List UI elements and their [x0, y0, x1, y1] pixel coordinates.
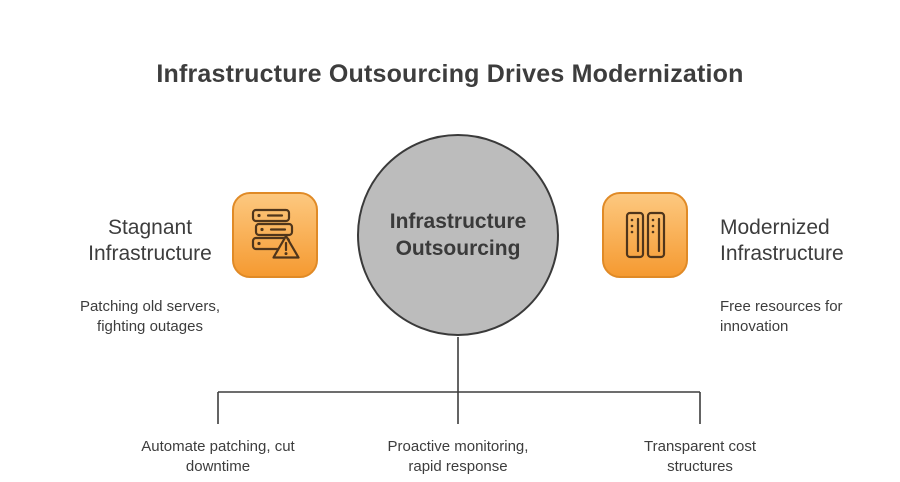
bottom-label-automate-patching: Automate patching, cut downtime — [141, 438, 295, 476]
left-text-block: Stagnant Infrastructure Patching old ser… — [55, 197, 245, 355]
server-rack-icon-art — [625, 211, 666, 259]
server-warning-icon-art — [251, 208, 300, 259]
server-warning-icon — [232, 192, 318, 278]
right-description: Free resources for innovation — [720, 297, 843, 335]
bottom-label-proactive-monitoring: Proactive monitoring, rapid response — [387, 438, 529, 476]
page-title: Infrastructure Outsourcing Drives Modern… — [156, 60, 744, 88]
right-heading: Modernized Infrastructure — [720, 216, 844, 266]
right-text-block: Modernized Infrastructure Free resources… — [720, 197, 895, 355]
center-node: Infrastructure Outsourcing — [357, 134, 559, 336]
left-description: Patching old servers, fighting outages — [79, 297, 221, 335]
server-rack-icon — [602, 192, 688, 278]
left-heading: Stagnant Infrastructure — [88, 216, 212, 266]
bottom-label-transparent-cost: Transparent cost structures — [644, 438, 756, 476]
